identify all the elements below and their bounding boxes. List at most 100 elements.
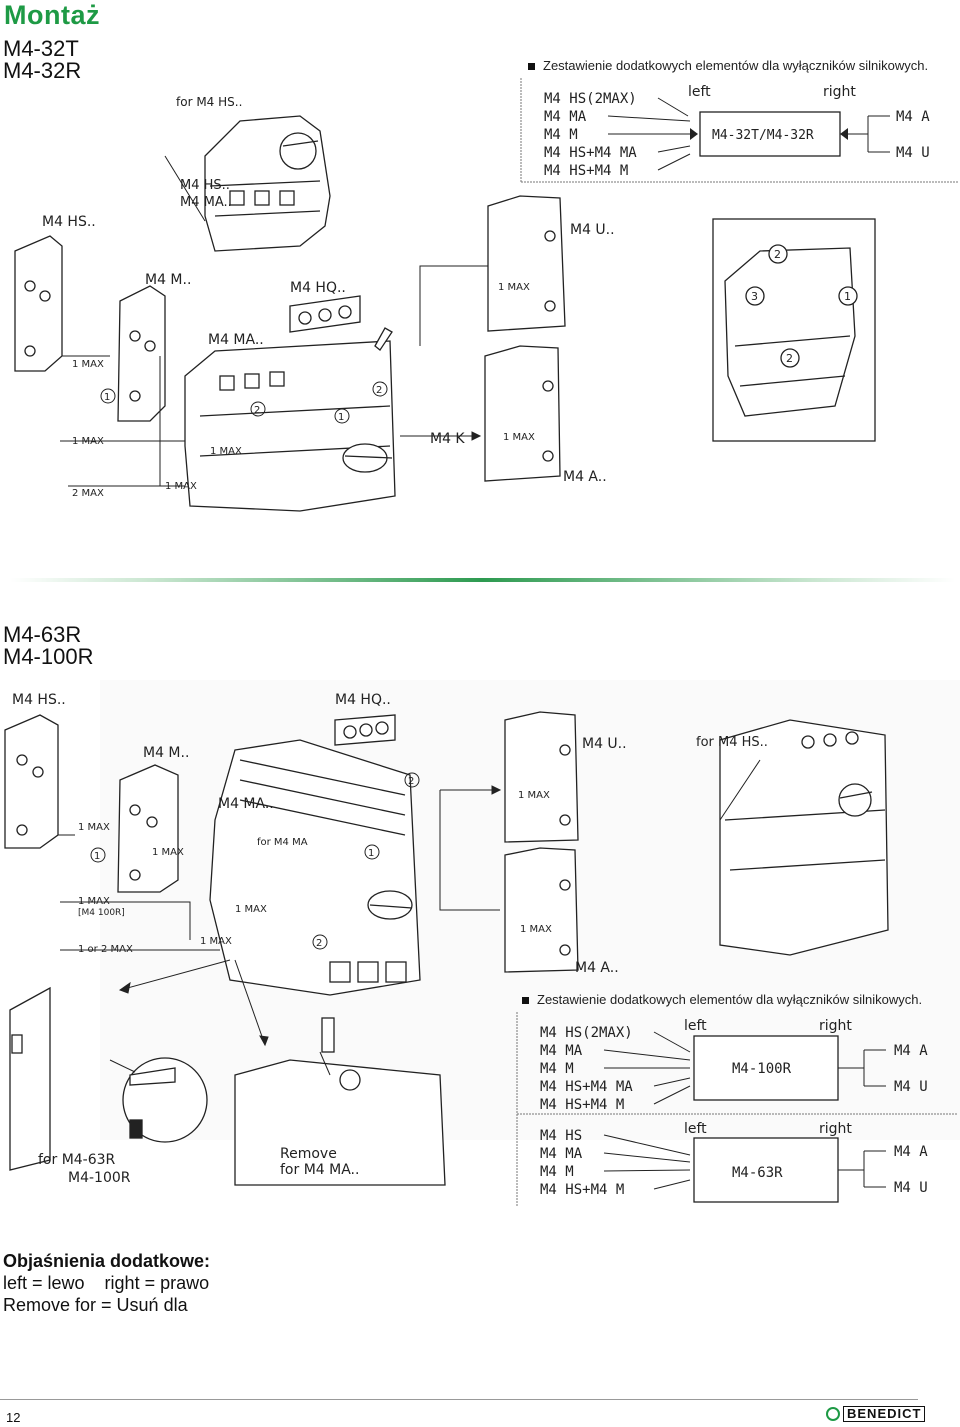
table-right-item: M4 U [894,1079,928,1095]
model-title-m4-100r: M4-100R [3,644,94,669]
table-left-item: M4 HS+M4 MA [544,145,637,161]
label-max: 1 MAX [200,936,232,947]
combination-table-m4-32: left right M4 HS(2MAX) M4 MA M4 M M4 HS+… [520,78,958,183]
table-left-item: M4 MA [540,1043,583,1059]
label-u-module: M4 U.. [582,736,627,752]
label-max: 1 MAX [210,446,242,457]
table-right-label: right [819,1121,852,1137]
step-number: 1 [368,848,374,859]
label-u-module: M4 U.. [570,222,615,238]
table-left-item: M4 M [544,127,578,143]
table-right-item: M4 A [894,1043,928,1059]
step-number: 1 [94,851,100,862]
label-for-hs: for M4 HS.. [696,735,768,750]
label-remove-for: for M4 MA.. [280,1162,359,1178]
step-number: 2 [376,385,382,396]
label-ma-module: M4 MA.. [218,796,274,812]
label-a-module: M4 A.. [575,960,619,976]
label-max-100r: [M4 100R] [78,908,125,918]
step-number: 2 [254,405,260,416]
table-left-label: left [688,84,711,100]
table-right-item: M4 U [896,145,930,161]
step-number: 1 [104,392,110,403]
label-for-hs: for M4 HS.. [176,95,242,109]
label-hs-module: M4 HS.. [12,692,66,708]
model-title-m4-32r: M4-32R [3,58,82,83]
step-number: 2 [408,776,414,787]
benedict-logo-icon [826,1407,840,1421]
label-max: 1 MAX [78,896,110,907]
table-left-item: M4 MA [540,1146,583,1162]
table-left-item: M4 HS+M4 M [540,1182,624,1198]
label-ma: M4 MA.. [180,195,232,210]
table-right-item: M4 A [896,109,930,125]
table-left-label: left [684,1018,707,1034]
explanations-line-2: Remove for = Usuń dla [3,1295,188,1315]
label-max: 1 MAX [165,481,197,492]
device-box [693,1035,839,1101]
label-m-module: M4 M.. [145,272,191,288]
label-max: 1 MAX [72,436,104,447]
table-left-item: M4 M [540,1061,574,1077]
table-left-label: left [684,1121,707,1137]
section-divider [10,578,955,582]
label-max: 2 MAX [72,488,104,499]
label-m-module: M4 M.. [143,745,189,761]
combination-note-2: Zestawienie dodatkowych elementów dla wy… [522,992,922,1007]
label-ma-module: M4 MA.. [208,332,264,348]
table-left-item: M4 HS [540,1128,582,1144]
step-number: 2 [316,938,322,949]
table-right-label: right [823,84,856,100]
table-center-device: M4-63R [732,1165,783,1181]
label-max: 1 MAX [152,847,184,858]
step-number: 2 [786,352,793,365]
table-left-item: M4 MA [544,109,587,125]
bullet-square-icon [522,997,529,1005]
table-left-item: M4 HS(2MAX) [544,91,637,107]
exploded-diagram-m4-32: for M4 HS.. M4 HS.. M4 MA.. M4 HS.. M4 M… [14,95,876,512]
explanations-line-1: left = lewo right = prawo [3,1273,210,1293]
label-a-module: M4 A.. [563,469,607,485]
table-left-item: M4 HS+M4 M [540,1097,624,1113]
label-k: M4 K [430,431,465,447]
table-left-item: M4 HS+M4 MA [540,1079,633,1095]
table-center-device: M4-100R [732,1061,792,1077]
table-center-device: M4-32T/M4-32R [712,128,814,143]
benedict-logo: BENEDICT [826,1405,926,1423]
page-number: 12 [6,1410,21,1425]
table-left-item: M4 M [540,1164,574,1180]
label-hq-module: M4 HQ.. [335,692,391,708]
combination-tables-m4-63-100: left right M4 HS(2MAX) M4 MA M4 M M4 HS+… [516,1012,958,1206]
table-right-item: M4 A [894,1144,928,1160]
label-for-100r: M4-100R [68,1170,131,1186]
label-max: 1 MAX [503,432,535,443]
step-number: 3 [751,290,758,303]
device-box [693,1137,839,1203]
device-box [699,111,841,157]
label-for-ma: for M4 MA [257,837,308,848]
footer-rule [0,1399,918,1400]
label-max: 1 MAX [78,822,110,833]
combination-note-1: Zestawienie dodatkowych elementów dla wy… [528,58,928,73]
label-for-63r: for M4-63R [38,1152,116,1168]
label-remove: Remove [280,1146,337,1162]
label-hs-module: M4 HS.. [42,214,96,230]
step-number: 1 [338,412,344,423]
table-right-item: M4 U [894,1180,928,1196]
bullet-square-icon [528,63,535,71]
table-left-item: M4 HS(2MAX) [540,1025,633,1041]
label-max: 1 MAX [518,790,550,801]
label-max-1-or-2: 1 or 2 MAX [78,944,133,955]
label-max: 1 MAX [72,359,104,370]
model-title-m4-32t: M4-32T [3,36,79,61]
label-hs: M4 HS.. [180,178,230,193]
label-max: 1 MAX [520,924,552,935]
page-heading: Montaż [4,0,100,30]
step-number: 2 [774,248,781,261]
label-max: 1 MAX [235,904,267,915]
label-hq-module: M4 HQ.. [290,280,346,296]
label-max: 1 MAX [498,282,530,293]
explanations-title: Objaśnienia dodatkowe: [3,1251,211,1271]
table-left-item: M4 HS+M4 M [544,163,628,179]
step-number: 1 [844,290,851,303]
